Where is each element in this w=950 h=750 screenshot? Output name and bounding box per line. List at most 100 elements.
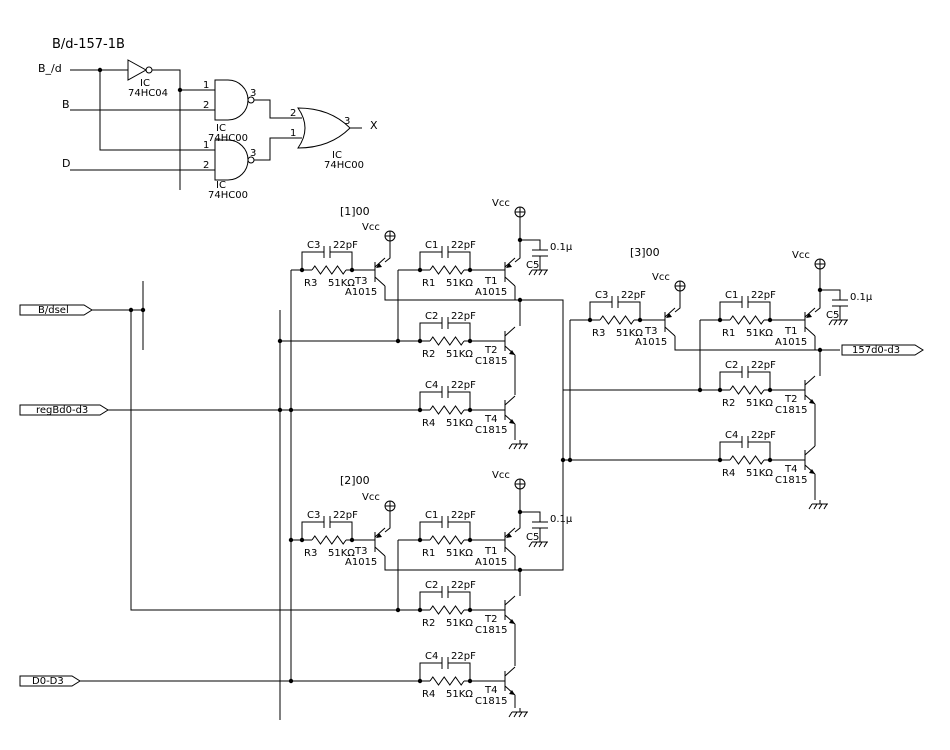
- capacitor-label: C3: [595, 290, 608, 301]
- input-label-b: B: [62, 98, 70, 111]
- transistor-label: T3: [354, 276, 367, 287]
- resistor-label: R4: [422, 689, 435, 700]
- capacitor-value: 22pF: [751, 360, 776, 371]
- capacitor-value: 22pF: [451, 651, 476, 662]
- transistor-leads: [504, 527, 516, 557]
- resistor-value: 51KΩ: [746, 328, 773, 339]
- pin-label: 1: [203, 140, 209, 151]
- emitter-arrow-icon: [509, 419, 515, 424]
- pin-label: 1: [203, 80, 209, 91]
- resistor-value: 51KΩ: [446, 278, 473, 289]
- transistor-leads: [504, 595, 516, 625]
- wire: [514, 217, 521, 263]
- vcc-cross: [675, 281, 685, 291]
- resistor-symbol: [729, 455, 765, 465]
- capacitor-symbol: [741, 436, 749, 448]
- net-flag-d0d3: [19, 675, 81, 687]
- resistor-symbol: [311, 265, 347, 275]
- input-label-bd: B_/d: [38, 62, 62, 75]
- capacitor-value: 0.1μ: [850, 292, 873, 303]
- capacitor-value: 22pF: [451, 510, 476, 521]
- nand-gate-1: [214, 79, 249, 121]
- resistor-label: R3: [592, 328, 605, 339]
- diagram-title: B/d-157-1B: [52, 37, 125, 52]
- nand1-ic-label: IC: [216, 123, 226, 134]
- capacitor-label: C5: [826, 310, 839, 321]
- capacitor-value: 22pF: [451, 580, 476, 591]
- capacitor-label: C4: [725, 430, 738, 441]
- capacitor-label: C2: [425, 580, 438, 591]
- wire: [719, 441, 771, 460]
- capacitor-label: C3: [307, 510, 320, 521]
- wire: [419, 251, 471, 270]
- transistor-type: A1015: [345, 557, 377, 568]
- junction-dot: [817, 287, 823, 293]
- capacitor-value: 22pF: [451, 240, 476, 251]
- resistor-value: 51KΩ: [746, 398, 773, 409]
- wire: [419, 662, 471, 681]
- or-part-label: 74HC00: [324, 160, 364, 171]
- net-flag-out: [841, 344, 924, 356]
- resistor-label: R4: [722, 468, 735, 479]
- wire: [719, 371, 771, 390]
- resistor-label: R1: [422, 278, 435, 289]
- capacitor-label: C4: [425, 380, 438, 391]
- capacitor-value: 0.1μ: [550, 242, 573, 253]
- junction-dot: [395, 338, 401, 344]
- net-label-d0d3: D0-D3: [32, 676, 64, 687]
- capacitor-symbol: [323, 516, 331, 528]
- net-label-bdsel: B/dsel: [38, 305, 69, 316]
- capacitor-symbol: [441, 657, 449, 669]
- capacitor-value: 22pF: [751, 430, 776, 441]
- capacitor-value: 22pF: [751, 290, 776, 301]
- ground-icon: [528, 266, 548, 276]
- wire: [520, 300, 564, 571]
- resistor-label: R1: [422, 548, 435, 559]
- capacitor-label: C3: [307, 240, 320, 251]
- resistor-label: R2: [422, 618, 435, 629]
- ground-icon: [508, 440, 528, 450]
- output-label-x: X: [370, 119, 378, 132]
- resistor-symbol: [429, 336, 465, 346]
- wire: [384, 286, 520, 301]
- capacitor-label: C5: [526, 260, 539, 271]
- inv-ic-label: IC: [140, 78, 150, 89]
- transistor-label: T2: [484, 614, 497, 625]
- pin-label: 3: [250, 148, 256, 159]
- vcc-label: Vcc: [492, 470, 510, 481]
- pin-label: 2: [290, 108, 296, 119]
- capacitor-value: 22pF: [451, 311, 476, 322]
- transistor-label: T2: [484, 345, 497, 356]
- wire: [589, 301, 641, 320]
- transistor-type: A1015: [475, 287, 507, 298]
- transistor-leads: [504, 666, 516, 696]
- transistor-leads: [804, 307, 816, 337]
- resistor-symbol: [429, 676, 465, 686]
- resistor-symbol: [429, 605, 465, 615]
- resistor-value: 51KΩ: [446, 548, 473, 559]
- emitter-arrow-icon: [809, 469, 815, 474]
- capacitor-value: 22pF: [333, 510, 358, 521]
- transistor-type: A1015: [635, 337, 667, 348]
- nand-gate-2: [214, 139, 249, 181]
- capacitor-symbol: [441, 516, 449, 528]
- wire: [674, 336, 840, 351]
- wire: [514, 489, 521, 533]
- transistor-leads: [804, 375, 816, 405]
- capacitor-symbol: [441, 586, 449, 598]
